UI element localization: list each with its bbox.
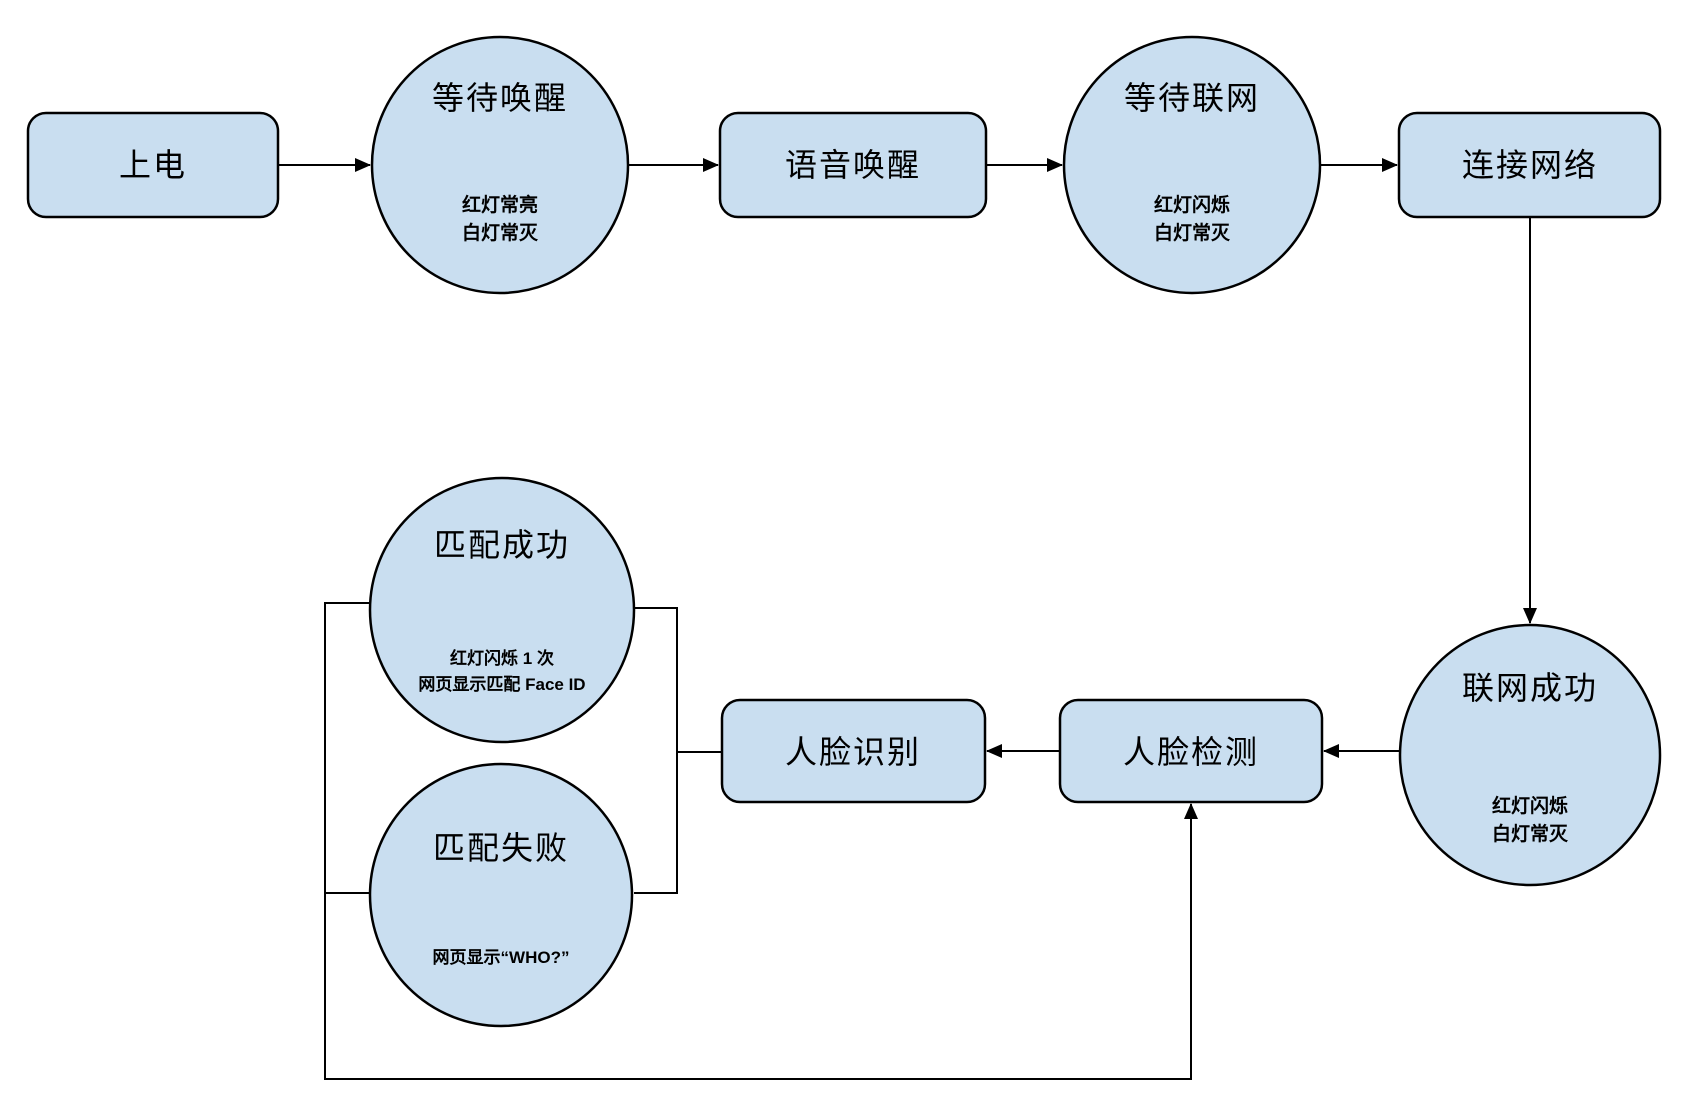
node-connect-network: 连接网络 — [1397, 111, 1662, 219]
node-network-success: 联网成功 红灯闪烁 白灯常灭 — [1398, 623, 1662, 887]
node-match-success-label: 匹配成功 — [434, 527, 570, 563]
node-power-on-shape — [26, 111, 280, 219]
node-wait-wake-label: 等待唤醒 — [432, 80, 568, 116]
node-match-fail-note-1: 网页显示“WHO?” — [433, 948, 570, 967]
node-network-success-note-2: 白灯常灭 — [1492, 822, 1569, 845]
node-network-success-shape — [1398, 623, 1662, 887]
node-power-on-label: 上电 — [119, 147, 187, 183]
node-power-on: 上电 — [26, 111, 280, 219]
connector-match-results-bracket — [634, 607, 678, 894]
node-wait-network-note-1: 红灯闪烁 — [1154, 193, 1230, 216]
node-face-detect: 人脸检测 — [1058, 698, 1324, 804]
node-match-success-note-1: 红灯闪烁 1 次 — [450, 648, 554, 668]
node-match-fail-shape — [368, 762, 634, 1028]
node-match-fail-label: 匹配失败 — [433, 830, 569, 866]
node-match-success-shape — [368, 476, 636, 744]
node-wait-wake-note-2: 白灯常灭 — [462, 221, 539, 244]
node-wait-wake-shape — [370, 35, 630, 295]
node-match-success-note-2: 网页显示匹配 Face ID — [418, 675, 585, 694]
node-network-success-label: 联网成功 — [1462, 670, 1598, 706]
node-wait-network-label: 等待联网 — [1124, 80, 1260, 116]
node-face-recognize-label: 人脸识别 — [785, 734, 921, 770]
node-voice-wake-label: 语音唤醒 — [785, 147, 921, 183]
connector-loop-back-to-face-detect — [324, 602, 1198, 1080]
node-face-detect-shape — [1058, 698, 1324, 804]
node-face-recognize: 人脸识别 — [720, 698, 987, 804]
node-match-success: 匹配成功 红灯闪烁 1 次 网页显示匹配 Face ID — [368, 476, 636, 744]
node-match-fail: 匹配失败 网页显示“WHO?” — [368, 762, 634, 1028]
node-face-detect-label: 人脸检测 — [1123, 734, 1259, 770]
node-face-recognize-shape — [720, 698, 987, 804]
node-wait-wake: 等待唤醒 红灯常亮 白灯常灭 — [370, 35, 630, 295]
node-wait-network-note-2: 白灯常灭 — [1154, 221, 1231, 244]
node-connect-network-shape — [1397, 111, 1662, 219]
node-voice-wake-shape — [718, 111, 988, 219]
node-wait-network: 等待联网 红灯闪烁 白灯常灭 — [1062, 35, 1322, 295]
node-wait-wake-note-1: 红灯常亮 — [462, 193, 538, 216]
node-network-success-note-1: 红灯闪烁 — [1492, 794, 1568, 817]
node-wait-network-shape — [1062, 35, 1322, 295]
node-connect-network-label: 连接网络 — [1462, 147, 1598, 183]
node-voice-wake: 语音唤醒 — [718, 111, 988, 219]
